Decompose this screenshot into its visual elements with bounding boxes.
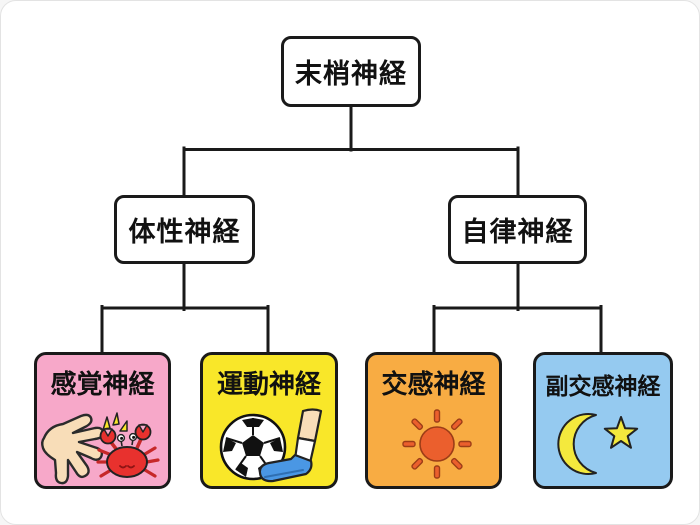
card-sympathetic-nerves: 交感神経 [365,352,502,489]
card-title: 感覚神経 [50,369,155,399]
sensory-illustration [41,412,160,485]
node-peripheral-nerves: 末梢神経 [281,36,421,107]
hand-icon [41,413,105,485]
parasympathetic-illustration [557,413,639,475]
node-autonomic-nerves: 自律神経 [448,195,587,264]
card-parasympathetic-nerves: 副交感神経 [533,352,673,489]
crescent-moon-icon [557,413,597,475]
node-label: 末梢神経 [295,59,407,89]
node-somatic-nerves: 体性神経 [114,195,255,264]
card-sensory-nerves: 感覚神経 [34,352,171,489]
crab-icon [96,423,160,478]
node-label: 自律神経 [461,217,574,247]
card-title: 副交感神経 [545,373,661,399]
node-label: 体性神経 [128,217,241,247]
card-motor-nerves: 運動神経 [200,352,338,489]
card-title: 運動神経 [216,369,321,399]
motor-illustration [219,408,323,483]
star-icon [603,416,639,449]
sun-icon [402,409,472,479]
kicking-leg-icon [258,408,323,483]
sympathetic-illustration [402,409,472,479]
card-title: 交感神経 [381,369,486,399]
